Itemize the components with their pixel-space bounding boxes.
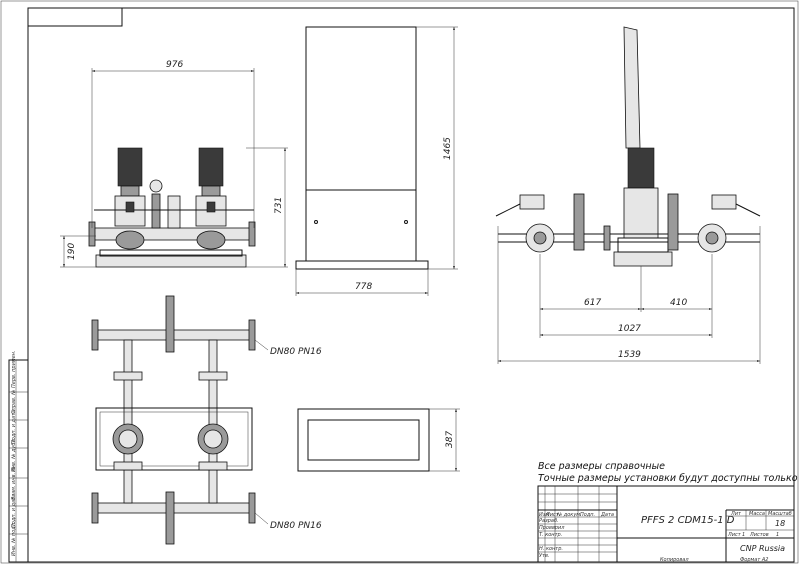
side-strip-label-1: Инв. № подл. xyxy=(11,522,17,557)
tb-role-tcontr: Т. контр. xyxy=(539,532,562,538)
tb-copied: Копировал xyxy=(660,557,689,563)
right-elevation xyxy=(495,26,761,267)
note-line-1: Все размеры справочные xyxy=(538,461,665,472)
side-strip-label-7: Перв. примен. xyxy=(11,350,17,388)
tb-role-dev: Разраб. xyxy=(539,518,559,524)
tb-header-doc: № докум. xyxy=(556,512,582,518)
side-strip-label-6: Справ. № xyxy=(11,390,17,414)
dim-778: 778 xyxy=(355,282,372,292)
tb-header-date: Дата xyxy=(600,512,614,518)
tb-sheets-value: 1 xyxy=(776,532,779,538)
plan-view-labels: DN80 PN16 DN80 PN16 xyxy=(254,339,322,531)
side-view-dimensions: 1465 778 xyxy=(295,26,458,296)
note-line-2: Точные размеры установки будут доступны … xyxy=(538,473,800,484)
tb-sheet-value: 1 xyxy=(742,532,745,538)
dim-190: 190 xyxy=(67,243,77,260)
dim-1027: 1027 xyxy=(618,324,641,334)
tb-col-lit: Лит xyxy=(730,511,742,517)
side-strip-label-5: Подп. и дата xyxy=(11,410,17,444)
base-plan-view xyxy=(297,408,430,472)
pipe-label-top: DN80 PN16 xyxy=(270,347,322,357)
top-left-box xyxy=(27,7,123,27)
base-plan-dimension: 387 xyxy=(429,408,460,472)
tb-role-check: Провврил xyxy=(539,525,565,531)
tb-col-scale: Масштаб xyxy=(768,511,792,517)
dim-617: 617 xyxy=(584,298,601,308)
tb-role-ncontr: Н. контр. xyxy=(539,546,563,552)
plan-view xyxy=(91,295,256,545)
side-strip-label-4: Инв. № дубл. xyxy=(11,438,17,472)
side-view xyxy=(295,26,429,270)
inner-frame xyxy=(27,7,795,563)
dim-387: 387 xyxy=(445,431,455,448)
title-block: Изм Лист № докум. Подп. Дата Разраб. Про… xyxy=(537,485,795,563)
side-strip-label-3: Взам. инв. № xyxy=(11,466,17,500)
dim-976: 976 xyxy=(166,60,183,70)
tb-header-sign: Подп. xyxy=(580,512,595,518)
tb-role-approve: Утв. xyxy=(539,553,550,559)
tb-header-izm: Изм xyxy=(539,512,549,518)
pipe-label-bottom: DN80 PN16 xyxy=(270,521,322,531)
tb-sheets-label: Листов xyxy=(749,532,769,538)
dim-1465: 1465 xyxy=(443,137,453,160)
side-strip-label-2: Подп. и дата xyxy=(11,494,17,528)
tb-format: Формат A2 xyxy=(740,557,768,563)
tb-header-list: Лист xyxy=(545,512,560,518)
dim-1539: 1539 xyxy=(618,350,641,360)
dim-731: 731 xyxy=(274,197,284,214)
front-view-dimensions: 976 731 190 xyxy=(60,60,288,268)
front-view xyxy=(88,147,256,268)
right-elevation-dimensions: 617 410 1027 1539 xyxy=(497,226,761,364)
side-strip: Инв. № подл. Подп. и дата Взам. инв. № И… xyxy=(8,350,29,563)
tb-company: CNP Russia xyxy=(740,544,785,553)
dim-410: 410 xyxy=(670,298,687,308)
tb-designation: PFFS 2 CDM15-1 D xyxy=(641,515,735,526)
tb-sheet-label: Лист xyxy=(727,532,742,538)
tb-col-mass: Масса xyxy=(749,511,765,517)
tb-scale-value: 18 xyxy=(775,519,785,528)
